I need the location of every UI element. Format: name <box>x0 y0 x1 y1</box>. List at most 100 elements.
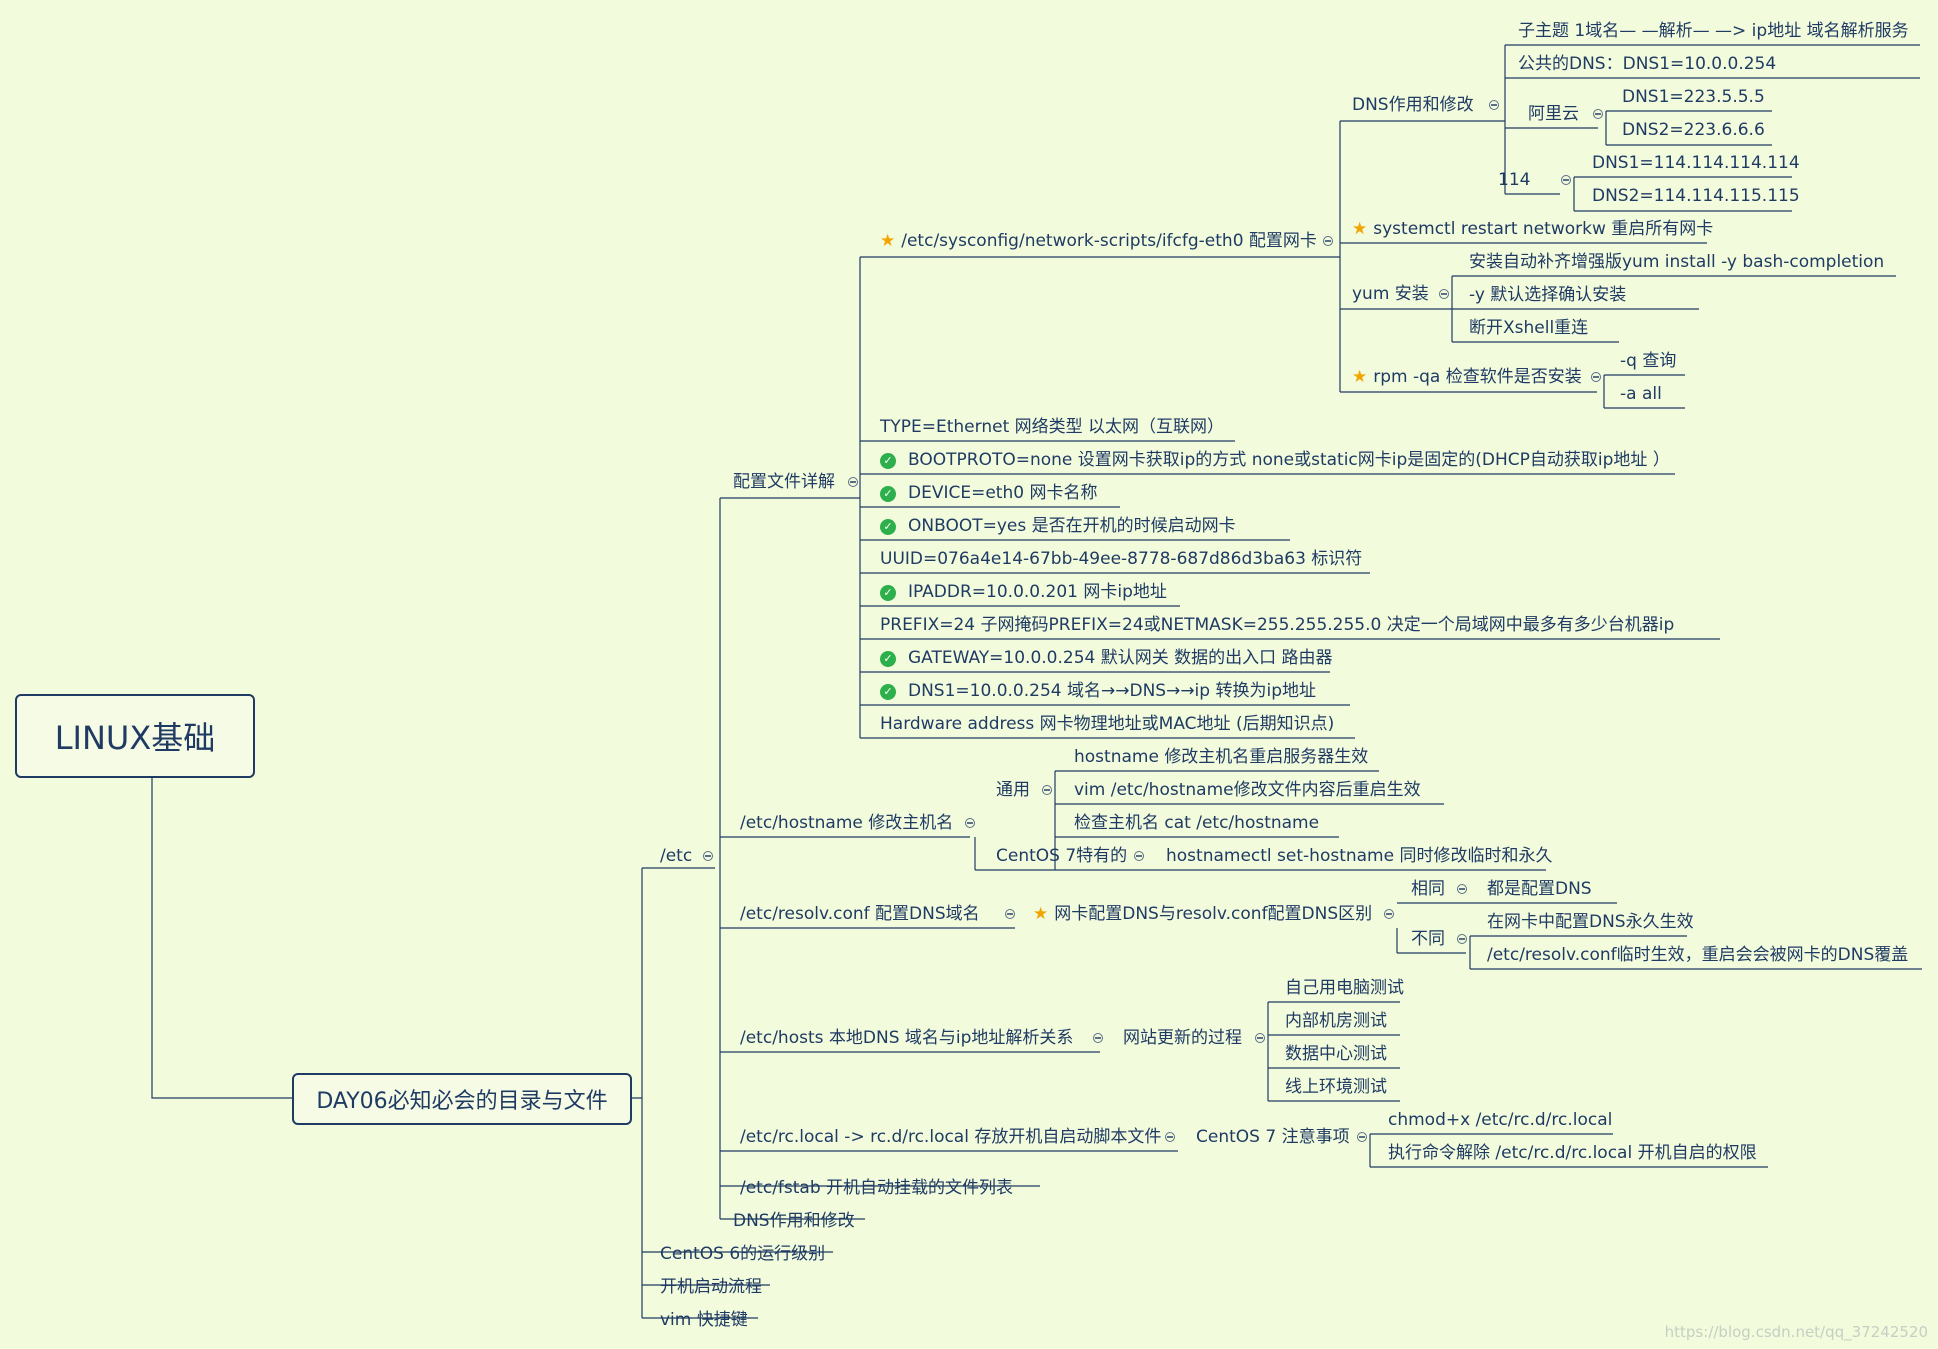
node-vim[interactable]: vim 快捷键 <box>660 1309 748 1331</box>
node-general[interactable]: 通用 <box>996 779 1030 801</box>
connector <box>1396 902 1617 954</box>
node-label: -q 查询 <box>1620 351 1677 371</box>
node-label: hostnamectl set-hostname 同时修改临时和永久 <box>1166 846 1553 866</box>
node-t2[interactable]: 内部机房测试 <box>1285 1010 1387 1032</box>
collapse-icon[interactable] <box>1439 289 1449 299</box>
node-ns1[interactable]: 在网卡中配置DNS永久生效 <box>1487 911 1694 933</box>
node-hosts[interactable]: /etc/hosts 本地DNS 域名与ip地址解析关系 <box>740 1027 1073 1049</box>
node-resolv[interactable]: /etc/resolv.conf 配置DNS域名 <box>740 903 980 925</box>
node-ipaddr[interactable]: ✓IPADDR=10.0.0.201 网卡ip地址 <box>880 581 1167 603</box>
collapse-icon[interactable] <box>1093 1033 1103 1043</box>
connector <box>642 867 833 1319</box>
check-icon: ✓ <box>880 486 896 502</box>
node-yum3[interactable]: 断开Xshell重连 <box>1469 317 1588 339</box>
collapse-icon[interactable] <box>1561 175 1571 185</box>
node-yum2[interactable]: -y 默认选择确认安装 <box>1469 284 1626 306</box>
node-hostname[interactable]: /etc/hostname 修改主机名 <box>740 812 953 834</box>
collapse-icon[interactable] <box>1457 884 1467 894</box>
node-h2[interactable]: vim /etc/hostname修改文件内容后重启生效 <box>1074 779 1421 801</box>
collapse-icon[interactable] <box>848 477 858 487</box>
node-label: 114 <box>1498 170 1531 190</box>
node-subtopic[interactable]: 子主题 1域名— —解析— —> ip地址 域名解析服务 <box>1518 20 1909 42</box>
collapse-icon[interactable] <box>1042 785 1052 795</box>
node-same[interactable]: 相同 <box>1411 878 1445 900</box>
collapse-icon[interactable] <box>703 851 713 861</box>
node-label: ONBOOT=yes 是否在开机的时候启动网卡 <box>908 516 1236 536</box>
star-icon: ★ <box>1033 904 1049 924</box>
node-systemctl[interactable]: ★systemctl restart networkw 重启所有网卡 <box>1352 218 1713 240</box>
node-boot[interactable]: 开机启动流程 <box>660 1276 762 1298</box>
collapse-icon[interactable] <box>1593 109 1603 119</box>
collapse-icon[interactable] <box>1457 934 1467 944</box>
node-label: DNS1=223.5.5.5 <box>1622 87 1765 107</box>
collapse-icon[interactable] <box>1255 1033 1265 1043</box>
node-n114[interactable]: 114 <box>1498 169 1530 191</box>
node-rpm[interactable]: ★rpm -qa 检查软件是否安装 <box>1352 366 1582 388</box>
node-notsame[interactable]: 不同 <box>1411 928 1445 950</box>
node-t1[interactable]: 自己用电脑测试 <box>1285 977 1404 999</box>
node-site[interactable]: 网站更新的过程 <box>1123 1027 1242 1049</box>
node-aliyun[interactable]: 阿里云 <box>1528 103 1579 125</box>
collapse-icon[interactable] <box>1357 1132 1367 1142</box>
node-fstab[interactable]: /etc/fstab 开机自动挂载的文件列表 <box>740 1177 1013 1199</box>
node-label: 都是配置DNS <box>1487 879 1592 899</box>
collapse-icon[interactable] <box>1591 372 1601 382</box>
node-same1[interactable]: 都是配置DNS <box>1487 878 1592 900</box>
node-etc[interactable]: /etc <box>660 845 692 867</box>
node-hwaddr[interactable]: Hardware address 网卡物理地址或MAC地址 (后期知识点) <box>880 713 1334 735</box>
node-rpm-q[interactable]: -q 查询 <box>1620 350 1676 372</box>
node-exec[interactable]: 执行命令解除 /etc/rc.d/rc.local 开机自启的权限 <box>1388 1142 1757 1164</box>
node-t4[interactable]: 线上环境测试 <box>1285 1076 1387 1098</box>
node-prefix[interactable]: PREFIX=24 子网掩码PREFIX=24或NETMASK=255.255.… <box>880 614 1674 636</box>
node-h1[interactable]: hostname 修改主机名重启服务器生效 <box>1074 746 1368 768</box>
node-uuid[interactable]: UUID=076a4e14-67bb-49ee-8778-687d86d3ba6… <box>880 548 1362 570</box>
node-yum[interactable]: yum 安装 <box>1352 283 1429 305</box>
node-label: 配置文件详解 <box>733 472 835 492</box>
node-gateway[interactable]: ✓GATEWAY=10.0.0.254 默认网关 数据的出入口 路由器 <box>880 647 1333 669</box>
node-ns2[interactable]: /etc/resolv.conf临时生效，重启会会被网卡的DNS覆盖 <box>1487 944 1908 966</box>
star-icon: ★ <box>1352 219 1368 239</box>
node-dns114-1[interactable]: DNS1=114.114.114.114 <box>1592 152 1800 174</box>
node-centos6[interactable]: CentOS 6的运行级别 <box>660 1243 825 1265</box>
node-label: systemctl restart networkw 重启所有网卡 <box>1373 219 1714 239</box>
node-chmod[interactable]: chmod+x /etc/rc.d/rc.local <box>1388 1109 1612 1131</box>
node-label: DNS2=223.6.6.6 <box>1622 120 1765 140</box>
node-type[interactable]: TYPE=Ethernet 网络类型 以太网（互联网） <box>880 416 1224 438</box>
collapse-icon[interactable] <box>1165 1132 1175 1142</box>
connector <box>1573 176 1792 212</box>
node-label: DEVICE=eth0 网卡名称 <box>908 483 1098 503</box>
node-rclocal[interactable]: /etc/rc.local -> rc.d/rc.local 存放开机自启动脚本… <box>740 1126 1161 1148</box>
collapse-icon[interactable] <box>1005 909 1015 919</box>
node-device[interactable]: ✓ DEVICE=eth0 网卡名称 <box>880 482 1097 504</box>
node-yum1[interactable]: 安装自动补齐增强版yum install -y bash-completion <box>1469 251 1884 273</box>
node-t3[interactable]: 数据中心测试 <box>1285 1043 1387 1065</box>
node-diff[interactable]: ★网卡配置DNS与resolv.conf配置DNS区别 <box>1033 903 1372 925</box>
node-dns1[interactable]: ✓DNS1=10.0.0.254 域名→→DNS→→ip 转换为ip地址 <box>880 680 1316 702</box>
collapse-icon[interactable] <box>1489 100 1499 110</box>
collapse-icon[interactable] <box>1323 236 1333 246</box>
collapse-icon[interactable] <box>965 818 975 828</box>
watermark: https://blog.csdn.net/qq_37242520 <box>1664 1323 1928 1341</box>
node-config-detail[interactable]: 配置文件详解 <box>733 471 835 493</box>
node-ifcfg[interactable]: ★/etc/sysconfig/network-scripts/ifcfg-et… <box>880 230 1317 252</box>
node-public-dns[interactable]: 公共的DNS：DNS1=10.0.0.254 <box>1518 53 1776 75</box>
node-rpm-a[interactable]: -a all <box>1620 383 1662 405</box>
node-onboot[interactable]: ✓ONBOOT=yes 是否在开机的时候启动网卡 <box>880 515 1236 537</box>
node-ali-dns2[interactable]: DNS2=223.6.6.6 <box>1622 119 1765 141</box>
node-dns114-2[interactable]: DNS2=114.114.115.115 <box>1592 185 1800 207</box>
node-bootproto[interactable]: ✓BOOTPROTO=none 设置网卡获取ip的方式 none或static网… <box>880 449 1670 471</box>
node-centos7[interactable]: CentOS 7特有的 <box>996 845 1127 867</box>
collapse-icon[interactable] <box>1384 909 1394 919</box>
node-h3[interactable]: 检查主机名 cat /etc/hostname <box>1074 812 1319 834</box>
day06-node[interactable]: DAY06必知必会的目录与文件 <box>292 1073 632 1125</box>
node-ali-dns1[interactable]: DNS1=223.5.5.5 <box>1622 86 1765 108</box>
node-hostnamectl[interactable]: hostnamectl set-hostname 同时修改临时和永久 <box>1166 845 1552 867</box>
collapse-icon[interactable] <box>1134 851 1144 861</box>
node-dns-role[interactable]: DNS作用和修改 <box>1352 94 1474 116</box>
node-label: 内部机房测试 <box>1285 1011 1387 1031</box>
node-c7note[interactable]: CentOS 7 注意事项 <box>1196 1126 1350 1148</box>
node-dnsmod[interactable]: DNS作用和修改 <box>733 1210 855 1232</box>
node-label: CentOS 7 注意事项 <box>1196 1127 1350 1147</box>
root-node[interactable]: LINUX基础 <box>15 694 255 778</box>
